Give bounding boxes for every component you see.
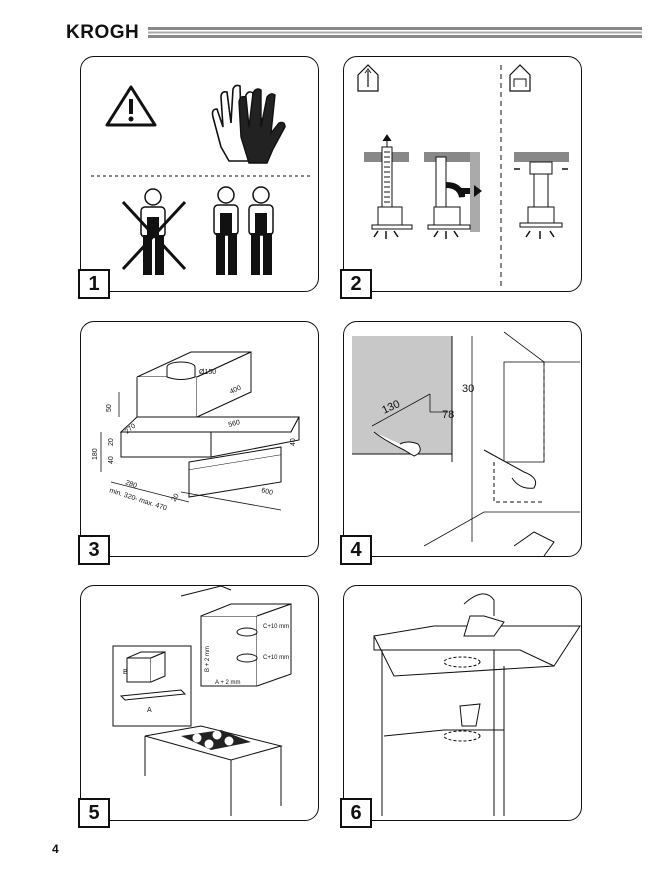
dim-280: 280 [124, 479, 137, 490]
panel-6-number: 6 [340, 798, 372, 828]
ducted-house-icon [357, 64, 379, 92]
recirculating-house-icon [509, 64, 531, 92]
dim-duct: Ø150 [199, 369, 216, 376]
wall-marking-drawing: 130 30 78 [352, 331, 580, 557]
dim-40b: 40 [290, 438, 297, 446]
warning-icon [105, 85, 157, 127]
label-b: B [123, 669, 128, 676]
panel-3-dimensions: Ø150 400 560 50 270 180 20 40 280 600 40… [80, 321, 319, 557]
dim-560: 560 [228, 419, 241, 429]
dim-400: 400 [229, 384, 243, 395]
dim-20: 20 [108, 438, 115, 446]
safety-illustration [91, 84, 310, 275]
dim-c-plus-10-bottom: C+10 mm [263, 655, 289, 661]
panel-2-installation-modes [343, 56, 582, 292]
jigsaw-cutting-drawing [373, 593, 581, 816]
panel-6-cutting [343, 585, 582, 821]
panel-5-cabinet-cutout: C+10 mm C+10 mm A + 2 mm B + 2 mm B A [80, 585, 319, 821]
dim-600: 600 [260, 487, 273, 497]
dim-min-max: min. 320- max. 470 [108, 487, 167, 512]
panel-5-number: 5 [78, 798, 110, 828]
two-persons-icon [213, 186, 274, 275]
panel-4-number: 4 [340, 535, 372, 565]
dim-50: 50 [106, 404, 113, 412]
header-rule [148, 27, 642, 38]
gloves-icon [211, 84, 286, 164]
dim-180: 180 [92, 448, 99, 460]
dim-30: 30 [462, 383, 474, 395]
panel-4-marking: 130 30 78 [343, 321, 582, 557]
dim-78: 78 [442, 409, 454, 421]
panel-1-number: 1 [78, 269, 110, 299]
panel-1-safety [80, 56, 319, 292]
page-number: 4 [52, 842, 59, 856]
panel-2-number: 2 [340, 269, 372, 299]
dim-b-plus-2: B + 2 mm [205, 646, 211, 672]
dim-a-plus-2: A + 2 mm [215, 680, 241, 686]
dim-40: 40 [108, 456, 115, 464]
label-a: A [147, 707, 152, 714]
dim-20b: 20 [171, 493, 181, 503]
ducting-illustration [357, 64, 569, 287]
single-person-icon [121, 188, 187, 275]
panel-3-number: 3 [78, 535, 110, 565]
hood-dimension-drawing: Ø150 400 560 50 270 180 20 40 280 600 40… [92, 351, 300, 512]
dim-c-plus-10-top: C+10 mm [263, 624, 289, 630]
brand-logo: KROGH [66, 22, 140, 43]
cabinet-cutout-drawing: C+10 mm C+10 mm A + 2 mm B + 2 mm B A [112, 586, 292, 816]
